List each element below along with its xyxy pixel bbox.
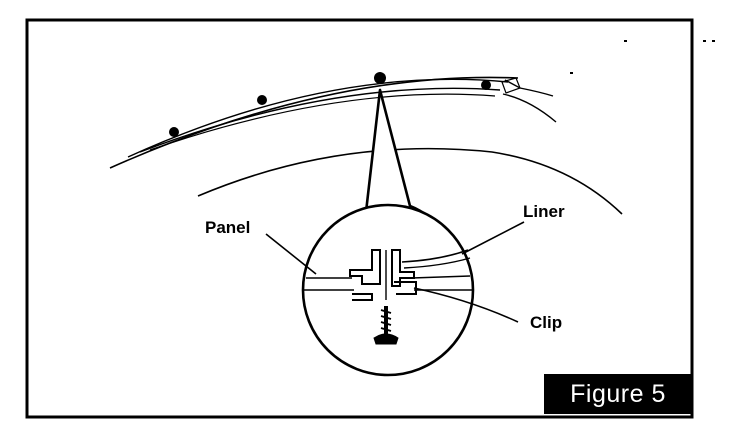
scan-speck: [624, 40, 627, 42]
screw-head: [373, 333, 399, 345]
clip-dot: [169, 127, 179, 137]
panel-leader-line: [265, 233, 317, 275]
clip-leader-line: [413, 287, 519, 323]
pool-floor-arc: [197, 147, 623, 215]
figure-caption-badge: Figure 5: [544, 374, 692, 414]
rim-outer-arc-2: [127, 78, 509, 158]
clip-label: Clip: [530, 313, 563, 332]
clip-right-profile: [391, 249, 415, 287]
coping-left-profile: [349, 249, 381, 285]
figure-frame: [25, 18, 694, 419]
scan-speck: [570, 72, 573, 74]
rim-outer-arc: [109, 76, 519, 169]
clip-dot: [257, 95, 267, 105]
panel-label: Panel: [205, 218, 251, 237]
magnifier-circle: [301, 203, 475, 377]
liner-sheet: [401, 249, 469, 263]
liner-leader-line: [461, 221, 525, 255]
panel-strip-right-upper: [411, 275, 471, 279]
clip-dot: [481, 80, 491, 90]
rim-end-upper: [504, 79, 554, 97]
rim-end-tab: [501, 77, 521, 94]
rim-inner-arc: [139, 87, 501, 153]
rim-inner-arc-2: [149, 93, 496, 151]
scan-speck: [703, 40, 706, 42]
scan-speck: [712, 40, 715, 42]
liner-sheet-2: [403, 257, 471, 269]
screw-threads: [380, 309, 392, 332]
clip-dot: [374, 72, 386, 84]
liner-label: Liner: [523, 202, 565, 221]
rim-end-lower: [502, 93, 557, 123]
coping-left-flange: [352, 293, 373, 301]
